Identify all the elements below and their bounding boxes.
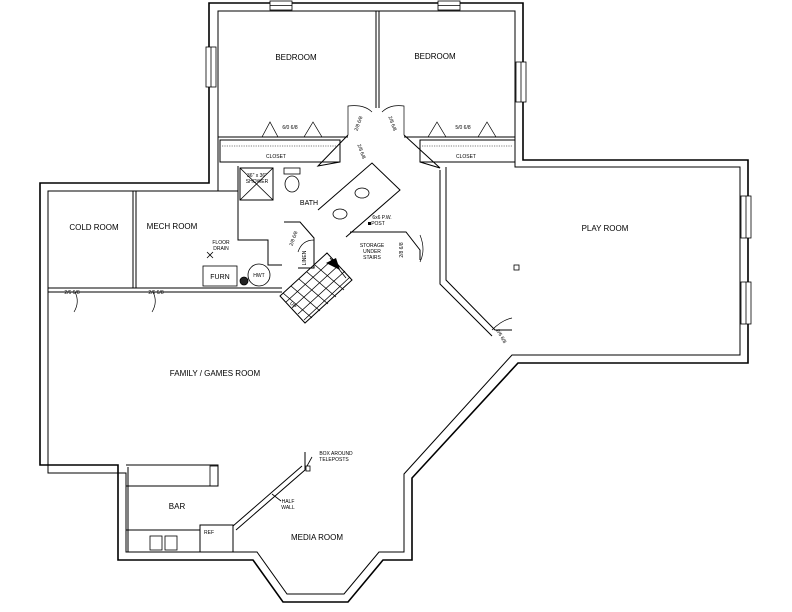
door-label-storage: 2/8 6/8	[399, 242, 405, 258]
room-label-closet-right: CLOSET	[456, 154, 476, 160]
storage-label-2: UNDER	[363, 249, 381, 255]
door-label-bath: 2/8 6/8	[289, 230, 300, 247]
door-label-play-room: 2/6 6/8	[494, 328, 507, 344]
room-label-bath: BATH	[300, 200, 318, 207]
door-label-bed-left: 2/8 6/8	[354, 115, 365, 132]
door-label-bed-right-closet: 5/0 6/8	[455, 125, 471, 131]
post-label: 6x6 P.W.	[372, 215, 391, 221]
storage-label: STORAGE	[360, 243, 385, 249]
room-label-mech-room: MECH ROOM	[147, 222, 198, 231]
shower-size-label: 36" x 36"	[247, 173, 267, 179]
door-label-mech-room: 2/6 6/8	[148, 290, 164, 296]
room-label-media-room: MEDIA ROOM	[291, 533, 343, 542]
teleposts-label: BOX AROUND	[319, 451, 353, 457]
doors	[73, 105, 513, 331]
room-label-closet-left: CLOSET	[266, 154, 286, 160]
half-wall-label-2: WALL	[281, 505, 295, 511]
interior-walls	[48, 11, 520, 553]
stairs	[279, 231, 421, 324]
door-label-hall: 2/8 6/8	[356, 143, 367, 160]
door-label-bed-right: 2/8 6/8	[387, 115, 398, 132]
room-label-family-games: FAMILY / GAMES ROOM	[170, 369, 261, 378]
floor-drain-label-2: DRAIN	[213, 246, 229, 252]
storage-label-3: STAIRS	[363, 255, 381, 261]
room-label-bar: BAR	[169, 502, 186, 511]
post-label-2: POST	[371, 221, 385, 227]
exterior-walls	[39, 2, 749, 603]
door-label-bed-left-closet: 6/0 6/8	[282, 125, 298, 131]
room-label-cold-room: COLD ROOM	[69, 223, 119, 232]
room-label-bedroom-right: BEDROOM	[414, 52, 456, 61]
linen-label: LINEN	[302, 250, 308, 265]
stairs-up-label: UP	[288, 301, 298, 311]
half-wall-label: HALF	[282, 499, 295, 505]
room-labels: BEDROOM BEDROOM CLOSET CLOSET BATH COLD …	[69, 52, 628, 542]
windows	[205, 0, 752, 325]
room-label-play-room: PLAY ROOM	[582, 224, 629, 233]
shower-label: SHOWER	[246, 179, 269, 185]
door-label-cold-room: 2/6 6/8	[64, 290, 80, 296]
teleposts-label-2: TELEPOSTS	[319, 457, 349, 463]
furnace-label: FURN	[210, 274, 229, 281]
fixture-labels: FURN HWT FLOOR DRAIN 36" x 36" SHOWER LI…	[204, 173, 392, 536]
door-labels: 6/0 6/8 5/0 6/8 2/8 6/8 2/8 6/8 2/8 6/8 …	[64, 115, 507, 345]
hwt-label: HWT	[253, 273, 264, 279]
floor-drain-label: FLOOR	[212, 240, 230, 246]
room-label-bedroom-left: BEDROOM	[275, 53, 317, 62]
ref-label: REF	[204, 530, 214, 536]
